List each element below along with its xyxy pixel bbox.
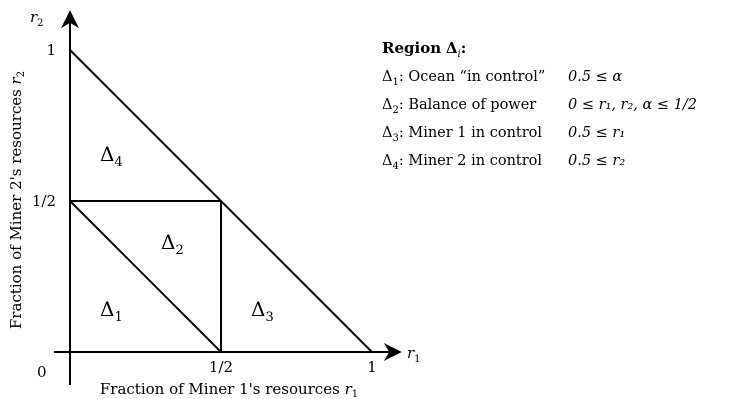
region-label-2: Δ2 [161, 230, 184, 258]
y-tick-half: 1/2 [32, 192, 56, 210]
origin-label: 0 [37, 363, 47, 381]
y-tick-one: 1 [46, 41, 56, 59]
legend-row-3-condition: 0.5 ≤ r₁ [568, 125, 625, 141]
legend-row-1-condition: 0.5 ≤ α [568, 69, 622, 85]
legend-title: Region Δi: [382, 39, 466, 60]
region-label-1: Δ1 [100, 297, 123, 325]
x-axis-symbol: r1 [407, 344, 421, 365]
diagonal-half-line [69, 200, 222, 353]
x-axis-label: Fraction of Miner 1's resources r1 [100, 380, 358, 399]
legend-row-1-label: Δ1: Ocean “in control” [382, 69, 545, 88]
legend-row-4-label: Δ4: Miner 2 in control [382, 153, 542, 172]
y-axis-symbol: r2 [30, 8, 44, 29]
y-axis-label: Fraction of Miner 2's resources r2 [7, 71, 27, 329]
legend-row-2-label: Δ2: Balance of power [382, 97, 536, 116]
x-tick-half: 1/2 [209, 358, 233, 376]
legend-row-3-label: Δ3: Miner 1 in control [382, 125, 542, 144]
x-tick-one: 1 [367, 358, 377, 376]
region-label-3: Δ3 [251, 297, 274, 325]
legend-row-2-condition: 0 ≤ r₁, r₂, α ≤ 1/2 [568, 97, 697, 113]
region-label-4: Δ4 [100, 142, 123, 170]
legend-row-4-condition: 0.5 ≤ r₂ [568, 153, 625, 169]
